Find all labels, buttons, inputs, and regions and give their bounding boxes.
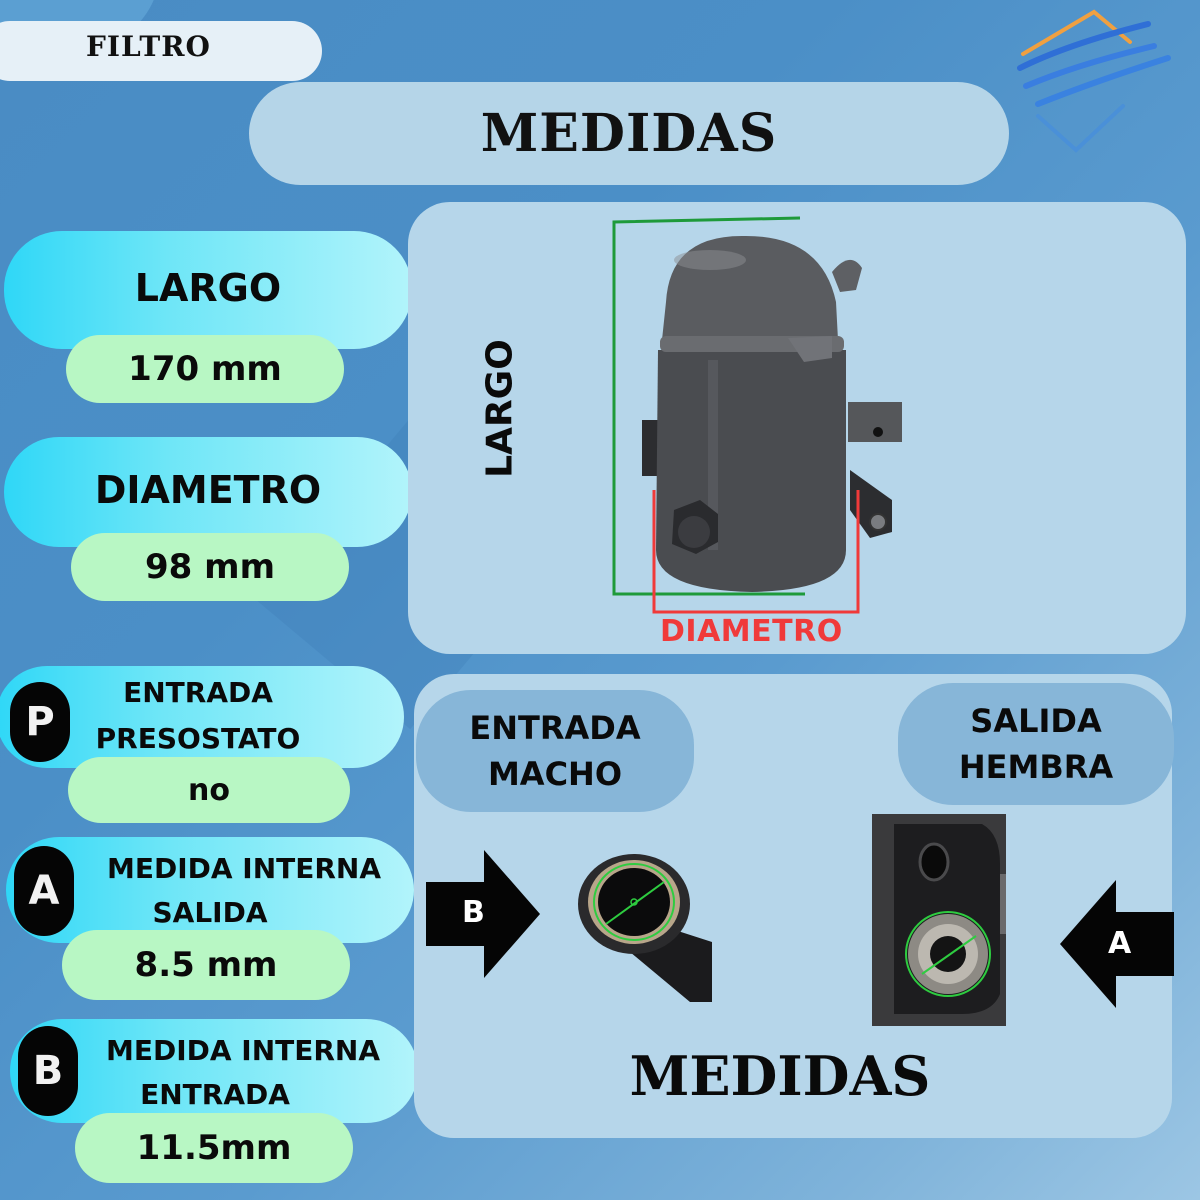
badge-a: A <box>14 846 74 936</box>
inlet-pill: ENTRADA MACHO <box>416 690 694 812</box>
spec-largo-value: 170 mm <box>128 349 282 389</box>
spec-salida-value: 8.5 mm <box>134 945 278 985</box>
spec-largo-label: LARGO <box>134 266 282 310</box>
brand-logo-icon <box>1017 9 1171 153</box>
inlet-label-line2: MACHO <box>487 755 623 793</box>
arrow-b-label: B <box>462 895 485 930</box>
arrow-a-label: A <box>1108 926 1132 961</box>
badge-b: B <box>18 1026 78 1116</box>
spec-salida-label-pill <box>6 837 414 943</box>
outlet-label-line1: SALIDA <box>970 702 1102 740</box>
title-pill: MEDIDAS <box>249 82 1009 185</box>
outlet-port-image <box>872 814 1006 1026</box>
spec-diametro-value-pill: 98 mm <box>71 533 349 601</box>
spec-salida-value-pill: 8.5 mm <box>62 930 350 1000</box>
spec-diametro-label: DIAMETRO <box>94 468 322 512</box>
spec-entrada-value: 11.5mm <box>136 1128 292 1168</box>
spec-entrada-label-pill <box>10 1019 418 1123</box>
spec-entrada-label-line2: ENTRADA <box>140 1078 290 1111</box>
diametro-caption: DIAMETRO <box>660 614 843 649</box>
spec-presostato-label-line1: ENTRADA <box>123 676 273 709</box>
spec-largo-value-pill: 170 mm <box>66 335 344 403</box>
outlet-pill: SALIDA HEMBRA <box>898 683 1174 805</box>
spec-largo-label-pill <box>4 231 412 349</box>
arrow-left-icon <box>1060 880 1174 1008</box>
spec-presostato-label-line2: PRESOSTATO <box>95 722 301 755</box>
filter-product-image <box>612 216 902 614</box>
spec-diametro-label-pill <box>4 437 412 547</box>
arrow-right-icon <box>426 850 540 978</box>
inlet-label-line1: ENTRADA <box>469 709 641 747</box>
spec-entrada-label-line1: MEDIDA INTERNA <box>105 1034 381 1067</box>
page-title: MEDIDAS <box>480 103 778 164</box>
badge-p: P <box>10 682 70 762</box>
spec-diametro-value: 98 mm <box>144 547 275 587</box>
ports-footer-title: MEDIDAS <box>629 1044 931 1108</box>
spec-presostato-value: no <box>188 772 230 808</box>
category-pill <box>0 21 322 81</box>
spec-entrada-value-pill: 11.5mm <box>75 1113 353 1183</box>
category-label: FILTRO <box>86 30 211 63</box>
spec-salida-label-line2: SALIDA <box>152 896 268 929</box>
largo-vertical-label: LARGO <box>479 339 521 478</box>
outlet-label-line2: HEMBRA <box>958 748 1114 786</box>
inlet-port-image <box>578 854 712 1002</box>
spec-presostato-value-pill: no <box>68 757 350 823</box>
spec-salida-label-line1: MEDIDA INTERNA <box>106 852 382 885</box>
